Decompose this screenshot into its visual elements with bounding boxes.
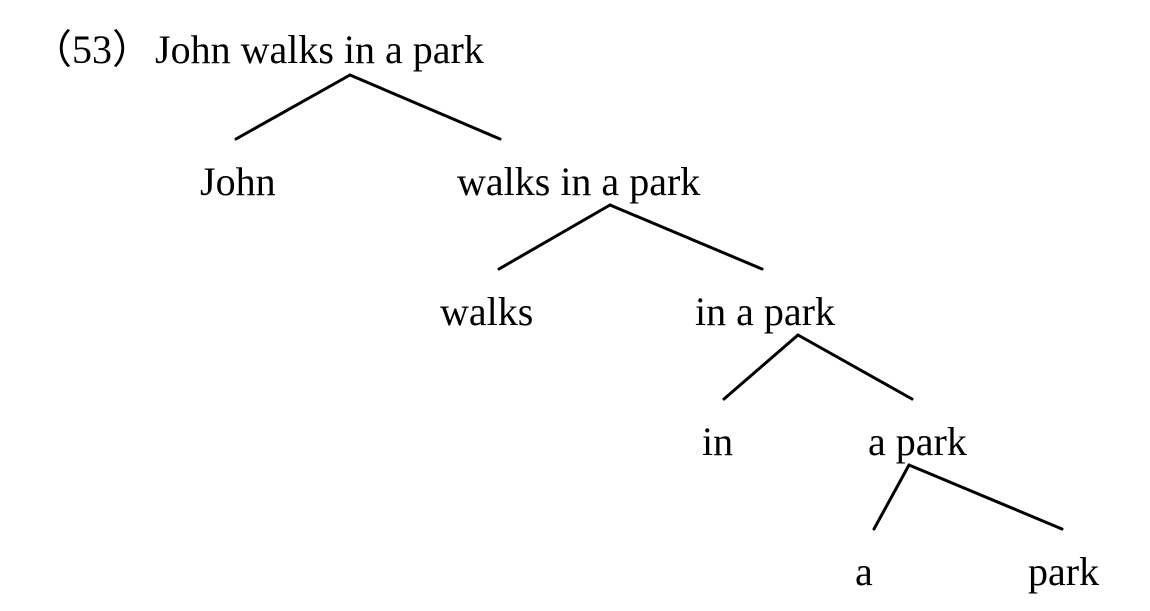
tree-node-root: John walks in a park: [155, 27, 484, 72]
tree-node-a: a: [855, 549, 873, 594]
tree-node-a-park: a park: [868, 419, 967, 464]
tree-node-john: John: [200, 159, 276, 204]
edge-walks-in-a-park-to-walks: [497, 203, 612, 271]
tree-node-in-a-park: in a park: [695, 289, 835, 334]
edge-walks-in-a-park-to-in-a-park: [608, 203, 764, 271]
tree-node-in: in: [702, 419, 733, 464]
edge-a-park-to-a: [872, 463, 911, 531]
example-number: （53）: [32, 27, 152, 72]
edge-root-to-walks-in-a-park: [348, 73, 502, 141]
tree-node-park: park: [1028, 549, 1099, 594]
tree-node-walks: walks: [440, 289, 533, 334]
tree-node-walks-in-a-park: walks in a park: [457, 159, 700, 204]
edge-root-to-john: [234, 73, 352, 141]
edge-in-a-park-to-in: [722, 333, 800, 401]
edge-a-park-to-park: [907, 463, 1064, 531]
edge-in-a-park-to-a-park: [796, 333, 914, 401]
